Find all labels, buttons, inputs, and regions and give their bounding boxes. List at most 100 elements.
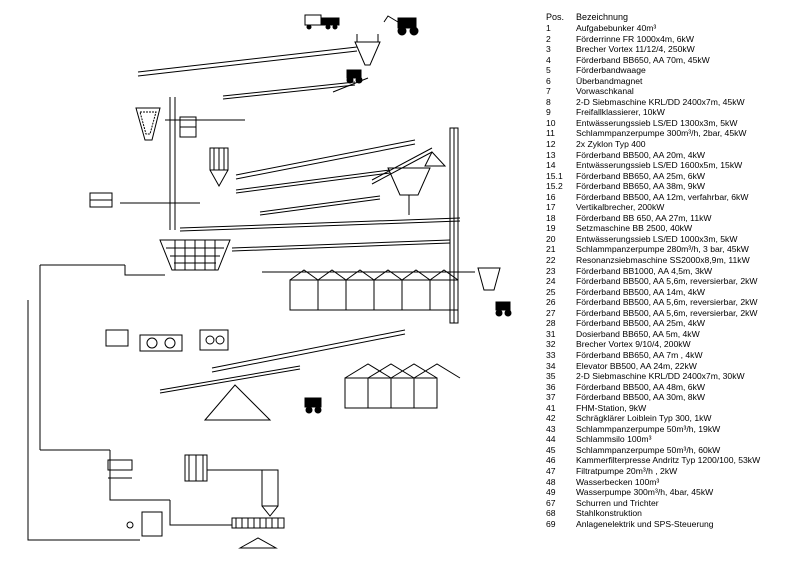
crusher-hopper-pos3 [135, 107, 161, 141]
flocculant-station-pos41 [107, 459, 133, 479]
legend-item-pos: 14 [546, 160, 556, 171]
legend-item-pos: 19 [546, 223, 556, 234]
sand-bunker-right [477, 267, 501, 291]
legend-item-pos: 32 [546, 339, 556, 350]
legend-header: Pos.Bezeichnung [546, 12, 798, 23]
conveyor-belt-pos36 [211, 329, 406, 373]
legend-item-text: Förderrinne FR 1000x4m, 6kW [576, 33, 694, 44]
legend-item-text: Filtratpumpe 20m³/h , 2kW [576, 465, 678, 476]
legend-item-text: Förderband BB500, AA 5,6m, reversierbar,… [576, 297, 758, 308]
legend-item-pos: 8 [546, 96, 551, 107]
filter-cake-pile [238, 537, 278, 549]
legend-item: 10 Entwässerungssieb LS/ED 1300x3m, 5kW [546, 118, 798, 129]
legend-item-pos: 46 [546, 455, 556, 466]
water-pump-pos49-icon [126, 521, 134, 529]
dewatering-screen-pos10 [89, 192, 113, 208]
inclined-clarifier-pos42 [184, 454, 208, 482]
legend-item-pos: 69 [546, 518, 556, 529]
legend-item: 68 Stahlkonstruktion [546, 508, 798, 519]
legend-item-text: Stahlkonstruktion [576, 508, 642, 519]
legend-item-pos: 25 [546, 286, 556, 297]
legend-item: 26 Förderband BB500, AA 5,6m, reversierba… [546, 297, 798, 308]
legend-item-text: Anlagenelektrik und SPS-Steuerung [576, 518, 714, 529]
conveyor-belt-pos15-2 [235, 169, 391, 194]
cyclone-pos12 [209, 147, 229, 188]
legend-item-text: Förderband BB500, AA 48m, 6kW [576, 381, 705, 392]
legend-item-text: Förderband BB500, AA 30m, 8kW [576, 392, 705, 403]
legend-item-text: Dosierband BB650, AA 5m, 4kW [576, 328, 700, 339]
legend-item-pos: 34 [546, 360, 556, 371]
legend-item-text: Resonanzsiebmaschine SS2000x8,9m, 11kW [576, 255, 750, 266]
legend-item-pos: 10 [546, 117, 556, 128]
filter-press-pos46 [231, 517, 285, 529]
conveyor-belt-pos15-1 [235, 139, 416, 180]
sand-silo-pos16 [387, 167, 431, 215]
legend-item-pos: 17 [546, 202, 556, 213]
legend-item-pos: 68 [546, 508, 556, 519]
legend-item-pos: 21 [546, 244, 556, 255]
legend-item-pos: 36 [546, 381, 556, 392]
legend-item-pos: 26 [546, 297, 556, 308]
legend-item-text: Brecher Vortex 11/12/4, 250kW [576, 44, 695, 55]
legend-item: 22 Resonanzsiebmaschine SS2000x8,9m, 11kW [546, 255, 798, 266]
legend-item-text: Freifallklassierer, 10kW [576, 107, 665, 118]
process-flow-diagram [27, 14, 512, 549]
legend-item-text: Förderband BB500, AA 14m, 4kW [576, 286, 705, 297]
legend-item-pos: 5 [546, 65, 551, 76]
legend-item-text: Schlammpanzerpumpe 300m³/h, 2bar, 45kW [576, 128, 747, 139]
sludge-pipe-lower [109, 450, 262, 526]
legend-item-text: Vorwaschkanal [576, 86, 634, 97]
legend-item-text: Förderband BB650, AA 38m, 9kW [576, 181, 705, 192]
legend-item-pos: 20 [546, 233, 556, 244]
legend-item-pos: 27 [546, 307, 556, 318]
legend-item-pos: 33 [546, 349, 556, 360]
legend-item-pos: 7 [546, 86, 551, 97]
legend-item-text: Förderband BB500, AA 5,6m, reversierbar,… [576, 276, 758, 287]
legend-item-pos: 3 [546, 44, 551, 55]
legend-item-text: Wasserpumpe 300m³/h, 4bar, 45kW [576, 487, 714, 498]
legend-item: 31 Dosierband BB650, AA 5m, 4kW [546, 329, 798, 340]
stockpile-boxes-lower [344, 363, 461, 409]
legend-item-pos: 18 [546, 212, 556, 223]
legend-item-pos: 22 [546, 255, 556, 266]
wheel-loader-lower-icon [304, 397, 322, 414]
legend-item: 2 Förderrinne FR 1000x4m, 6kW [546, 34, 798, 45]
legend-item-text: Förderband BB650, AA 70m, 45kW [576, 54, 710, 65]
legend-item-pos: 2 [546, 33, 551, 44]
legend-header-desc: Bezeichnung [576, 12, 629, 22]
legend-item: 7 Vorwaschkanal [546, 86, 798, 97]
legend-item-pos: 11 [546, 128, 555, 139]
legend-item-text: Schlammpanzerpumpe 50m³/h, 19kW [576, 423, 721, 434]
legend-item-text: Entwässerungssieb LS/ED 1300x3m, 5kW [576, 117, 738, 128]
elevator-pos34 [449, 127, 459, 324]
legend-item-pos: 35 [546, 371, 556, 382]
legend-item-text: Wasserbecken 100m³ [576, 476, 660, 487]
legend-item-text: Setzmaschine BB 2500, 40kW [576, 223, 693, 234]
legend-item-text: 2-D Siebmaschine KRL/DD 2400x7m, 45kW [576, 96, 745, 107]
legend-item-pos: 16 [546, 191, 556, 202]
legend-item-text: Aufgabebunker 40m³ [576, 23, 657, 33]
legend-item-pos: 31 [546, 328, 556, 339]
delivery-truck-icon [304, 14, 340, 30]
pre-wash-channel-pos7 [179, 116, 197, 138]
legend-item: 8 2-D Siebmaschine KRL/DD 2400x7m, 45kW [546, 97, 798, 108]
conveyor-belt-pos37 [159, 365, 301, 394]
feed-hopper-pos1 [354, 34, 381, 66]
